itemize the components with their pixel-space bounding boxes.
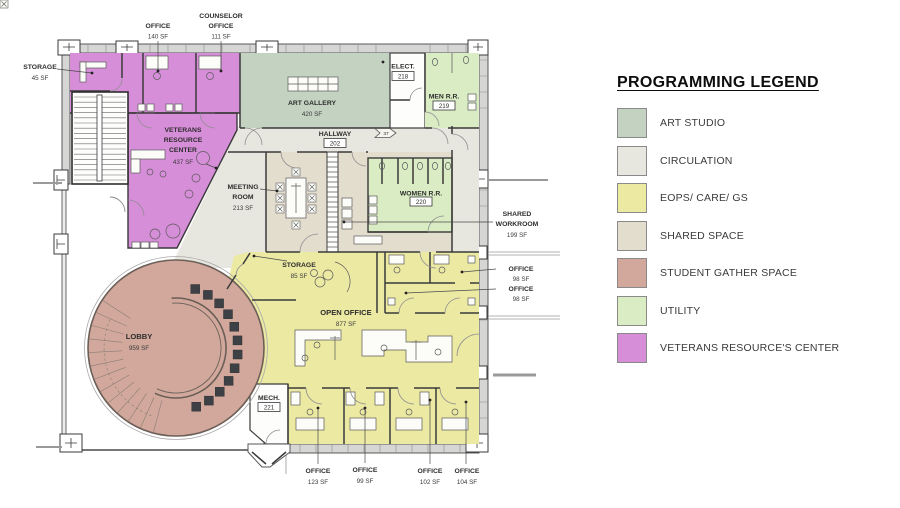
hallway-room xyxy=(228,126,479,152)
label-office-98a-area: 98 SF xyxy=(513,276,530,283)
furniture xyxy=(79,53,477,431)
label-counselor-area: 111 SF xyxy=(211,34,231,41)
label-men-rr-number: 219 xyxy=(439,103,450,110)
legend-label: ART STUDIO xyxy=(660,117,726,129)
label-office-123-area: 123 SF xyxy=(308,479,328,486)
label-office-99: OFFICE xyxy=(353,467,378,474)
entry-vestibule xyxy=(247,443,291,468)
label-office-98b-area: 98 SF xyxy=(513,296,530,303)
label-storage-85-area: 85 SF xyxy=(291,273,308,280)
room-number-boxes xyxy=(257,71,456,412)
label-mech: MECH. xyxy=(258,395,280,402)
label-shared-workroom-2: WORKROOM xyxy=(496,221,539,228)
label-mech-number: 221 xyxy=(264,404,275,411)
lobby-stairs xyxy=(89,300,163,433)
label-open-office-area: 877 SF xyxy=(336,321,356,328)
east-corridor xyxy=(452,126,479,252)
lobby-room xyxy=(87,259,265,437)
label-office-140: OFFICE xyxy=(146,23,171,30)
legend-row-eops: EOPS/ CARE/ GS xyxy=(617,183,887,213)
label-hallway: HALLWAY xyxy=(319,131,352,138)
label-women-rr-number: 220 xyxy=(416,199,427,206)
legend-label: CIRCULATION xyxy=(660,154,733,167)
legend-rows: ART STUDIO CIRCULATION EOPS/ CARE/ GS SH… xyxy=(617,108,887,363)
shared-space-swatch xyxy=(617,220,647,251)
hallway-direction-marker: 37 xyxy=(373,128,397,138)
labels: STORAGE 45 SF OFFICE 140 SF COUNSELOR OF… xyxy=(23,13,538,486)
label-meeting-area: 213 SF xyxy=(233,205,253,212)
circulation-swatch xyxy=(617,145,647,176)
legend-title: PROGRAMMING LEGEND xyxy=(617,74,819,91)
programming-legend: PROGRAMMING LEGEND ART STUDIO CIRCULATIO… xyxy=(617,74,887,371)
veterans-swatch xyxy=(617,333,647,363)
legend-label: SHARED SPACE xyxy=(660,229,744,242)
label-lobby-area: 959 SF xyxy=(129,345,149,352)
label-storage-85: STORAGE xyxy=(282,262,316,269)
stairwell xyxy=(71,91,129,185)
label-office-102-area: 102 SF xyxy=(420,479,440,486)
label-elect: ELECT. xyxy=(391,64,415,71)
label-women-rr: WOMEN R.R. xyxy=(400,191,442,198)
label-vrc-1: VETERANS xyxy=(164,127,201,134)
student-gather-swatch xyxy=(617,258,647,288)
label-counselor-1: COUNSELOR xyxy=(199,13,243,20)
utility-swatch xyxy=(617,295,647,326)
legend-row-shared-space: SHARED SPACE xyxy=(617,220,887,251)
label-vrc-2: RESOURCE xyxy=(164,137,203,144)
legend-row-circulation: CIRCULATION xyxy=(617,145,887,176)
label-counselor-2: OFFICE xyxy=(209,23,234,30)
label-office-123: OFFICE xyxy=(306,468,331,475)
door-swings xyxy=(109,78,480,445)
label-meeting-1: MEETING xyxy=(228,184,259,191)
label-office-98b: OFFICE xyxy=(509,286,534,293)
label-office-102: OFFICE xyxy=(418,468,443,475)
label-lobby: LOBBY xyxy=(126,332,153,341)
label-elect-number: 218 xyxy=(398,73,409,80)
leader-lines xyxy=(56,41,497,464)
legend-row-veterans: VETERANS RESOURCE'S CENTER xyxy=(617,333,887,363)
exterior-lines xyxy=(33,179,560,474)
legend-row-utility: UTILITY xyxy=(617,295,887,326)
label-meeting-2: ROOM xyxy=(232,194,253,201)
label-men-rr: MEN R.R. xyxy=(429,94,460,101)
label-office-104-area: 104 SF xyxy=(457,479,477,486)
label-vrc-area: 437 SF xyxy=(173,159,193,166)
legend-label: STUDENT GATHER SPACE xyxy=(660,267,798,279)
legend-row-art-studio: ART STUDIO xyxy=(617,108,887,138)
legend-label: VETERANS RESOURCE'S CENTER xyxy=(660,342,840,354)
eops-swatch xyxy=(617,183,647,213)
label-storage-nw-area: 45 SF xyxy=(32,75,49,82)
label-office-140-area: 140 SF xyxy=(148,34,168,41)
art-studio-swatch xyxy=(617,108,647,138)
label-hallway-number: 202 xyxy=(330,140,341,147)
label-office-99-area: 99 SF xyxy=(357,478,374,485)
label-vrc-3: CENTER xyxy=(169,147,197,154)
leader-dots xyxy=(90,60,468,410)
circulation-strip xyxy=(170,130,266,268)
legend-row-student-gather: STUDENT GATHER SPACE xyxy=(617,258,887,288)
lobby-features xyxy=(89,284,243,433)
lobby-seats xyxy=(190,284,243,412)
meeting-chairs xyxy=(0,0,317,230)
label-storage-nw: STORAGE xyxy=(23,64,57,71)
label-art-gallery: ART GALLERY xyxy=(288,100,337,107)
floor-plan-drawing: 37 STORAGE 45 SF OFFICE 140 SF COUNSELOR… xyxy=(0,0,560,486)
label-art-gallery-area: 420 SF xyxy=(302,111,322,118)
label-office-98a: OFFICE xyxy=(509,266,534,273)
label-shared-workroom-area: 199 SF xyxy=(507,232,527,239)
label-shared-workroom-1: SHARED xyxy=(503,211,532,218)
legend-label: UTILITY xyxy=(660,304,701,317)
label-open-office: OPEN OFFICE xyxy=(320,308,371,317)
hallway-marker-text: 37 xyxy=(383,131,389,137)
gallery-table xyxy=(287,76,339,92)
legend-label: EOPS/ CARE/ GS xyxy=(660,192,748,204)
label-office-104: OFFICE xyxy=(455,468,480,475)
